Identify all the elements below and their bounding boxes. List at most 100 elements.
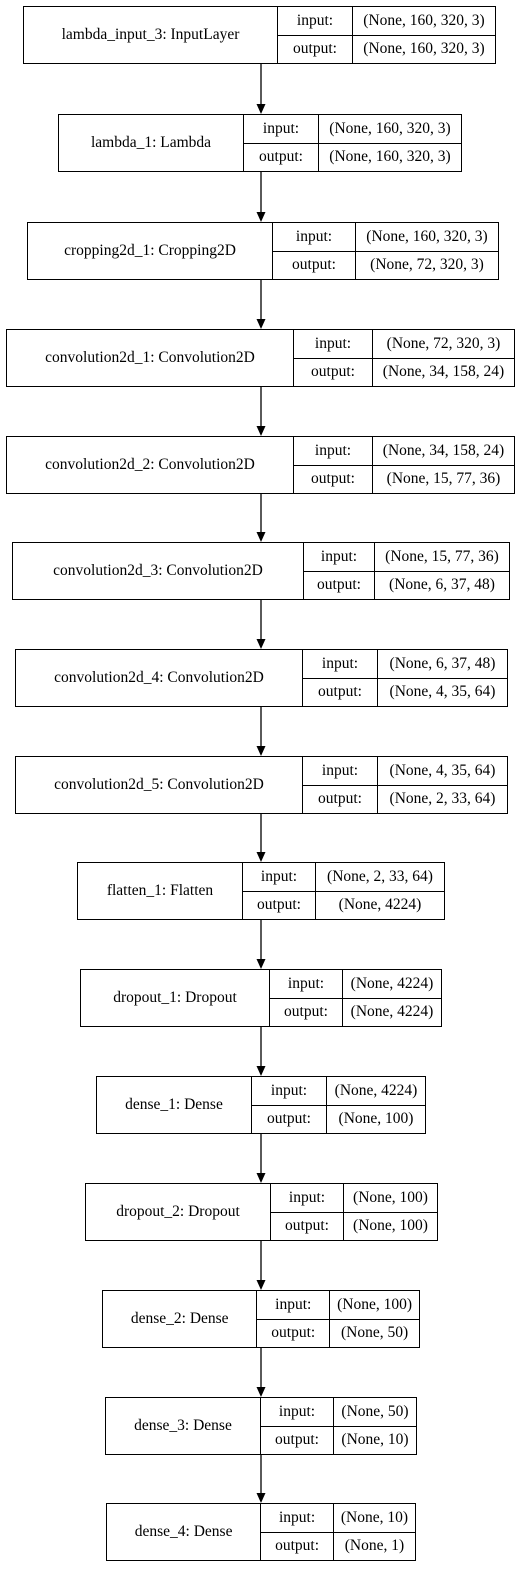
input-shape: (None, 34, 158, 24) bbox=[373, 437, 514, 466]
arrow-head-icon bbox=[256, 852, 266, 862]
output-label: output: bbox=[284, 1003, 328, 1021]
arrow-head-icon bbox=[256, 532, 266, 542]
output-label: output: bbox=[317, 576, 361, 594]
output-shape: (None, 160, 320, 3) bbox=[329, 148, 451, 166]
output-shape: (None, 100) bbox=[338, 1110, 414, 1128]
layer-name: flatten_1: Flatten bbox=[78, 863, 243, 919]
input-shape: (None, 2, 33, 64) bbox=[316, 863, 444, 892]
arrow-head-icon bbox=[256, 1387, 266, 1397]
layer-name: convolution2d_5: Convolution2D bbox=[16, 757, 303, 813]
input-shape: (None, 100) bbox=[344, 1184, 437, 1213]
layer-name: dense_1: Dense bbox=[97, 1077, 252, 1133]
io-labels: input:output: bbox=[261, 1504, 334, 1560]
input-shape: (None, 4224) bbox=[343, 970, 441, 999]
output-shape: (None, 4224) bbox=[338, 896, 422, 914]
input-shape: (None, 4224) bbox=[327, 1077, 425, 1106]
output-label: output: bbox=[257, 896, 301, 914]
shape-values: (None, 100) (None, 100) bbox=[344, 1184, 437, 1240]
input-label: input: bbox=[303, 757, 377, 786]
arrow-head-icon bbox=[256, 959, 266, 969]
output-label: output: bbox=[318, 683, 362, 701]
input-label: input: bbox=[243, 863, 315, 892]
shape-values: (None, 100)(None, 50) bbox=[330, 1291, 419, 1347]
layer-name: convolution2d_1: Convolution2D bbox=[7, 330, 294, 386]
arrow-head-icon bbox=[256, 104, 266, 114]
arrow-head-icon bbox=[256, 426, 266, 436]
shape-values: (None, 160, 320, 3) (None, 72, 320, 3) bbox=[356, 223, 498, 279]
io-labels: input:output: bbox=[273, 223, 356, 279]
output-label: output: bbox=[311, 470, 355, 488]
arrow-head-icon bbox=[256, 746, 266, 756]
output-label: output: bbox=[285, 1217, 329, 1235]
input-shape: (None, 4, 35, 64) bbox=[378, 757, 507, 786]
input-label: input: bbox=[244, 115, 318, 144]
shape-values: (None, 4224) (None, 4224) bbox=[343, 970, 441, 1026]
layer-name: dropout_1: Dropout bbox=[81, 970, 270, 1026]
shape-values: (None, 34, 158, 24)(None, 15, 77, 36) bbox=[373, 437, 514, 493]
output-shape: (None, 34, 158, 24) bbox=[382, 363, 505, 381]
layer-name: dense_2: Dense bbox=[103, 1291, 258, 1347]
shape-values: (None, 6, 37, 48)(None, 4, 35, 64) bbox=[378, 650, 507, 706]
output-label: output: bbox=[311, 363, 355, 381]
layer-name: convolution2d_3: Convolution2D bbox=[13, 543, 304, 599]
output-label: output: bbox=[259, 148, 303, 166]
input-label: input: bbox=[294, 437, 372, 466]
output-shape: (None, 72, 320, 3) bbox=[370, 256, 484, 274]
input-label: input: bbox=[278, 7, 352, 36]
output-label: output: bbox=[318, 790, 362, 808]
io-labels: input:output: bbox=[261, 1398, 334, 1454]
io-labels: input: output: bbox=[304, 543, 375, 599]
shape-values: (None, 10) (None, 1) bbox=[333, 1504, 415, 1560]
input-label: input: bbox=[270, 970, 342, 999]
arrow-head-icon bbox=[256, 212, 266, 222]
shape-values: (None, 50)(None, 10) bbox=[334, 1398, 416, 1454]
arrow-head-icon bbox=[256, 639, 266, 649]
io-labels: input: output: bbox=[271, 1184, 344, 1240]
output-label: output: bbox=[293, 40, 337, 58]
output-shape: (None, 50) bbox=[340, 1324, 409, 1342]
output-shape: (None, 1) bbox=[344, 1537, 405, 1555]
layer-name: dense_4: Dense bbox=[107, 1504, 262, 1560]
shape-values: (None, 4224) (None, 100) bbox=[327, 1077, 425, 1133]
input-shape: (None, 15, 77, 36) bbox=[375, 543, 509, 572]
input-label: input: bbox=[252, 1077, 326, 1106]
arrow-head-icon bbox=[256, 1493, 266, 1503]
layer-name: convolution2d_4: Convolution2D bbox=[16, 650, 303, 706]
io-labels: input:output: bbox=[257, 1291, 331, 1347]
arrow-head-icon bbox=[256, 1280, 266, 1290]
shape-values: (None, 72, 320, 3) (None, 34, 158, 24) bbox=[373, 330, 514, 386]
input-label: input: bbox=[273, 223, 355, 252]
io-labels: input: output: bbox=[294, 330, 373, 386]
output-shape: (None, 100) bbox=[353, 1217, 428, 1235]
input-label: input: bbox=[304, 543, 374, 572]
io-labels: input: output: bbox=[244, 115, 319, 171]
layer-name: lambda_input_3: InputLayer bbox=[24, 7, 278, 63]
input-label: input: bbox=[271, 1184, 343, 1213]
input-shape: (None, 10) bbox=[333, 1504, 415, 1533]
output-label: output: bbox=[267, 1110, 311, 1128]
input-label: input: bbox=[294, 330, 372, 359]
output-shape: (None, 4224) bbox=[350, 1003, 434, 1021]
input-label: input: bbox=[257, 1291, 330, 1320]
layer-name: cropping2d_1: Cropping2D bbox=[28, 223, 273, 279]
shape-values: (None, 15, 77, 36)(None, 6, 37, 48) bbox=[375, 543, 509, 599]
layer-name: convolution2d_2: Convolution2D bbox=[7, 437, 294, 493]
io-labels: input: output: bbox=[303, 757, 378, 813]
io-labels: input: output: bbox=[270, 970, 343, 1026]
arrow-head-icon bbox=[256, 1066, 266, 1076]
input-shape: (None, 72, 320, 3) bbox=[373, 330, 514, 359]
io-labels: input: output: bbox=[278, 7, 353, 63]
output-label: output: bbox=[275, 1537, 319, 1555]
io-labels: input: output: bbox=[252, 1077, 327, 1133]
input-shape: (None, 160, 320, 3) bbox=[356, 223, 498, 252]
